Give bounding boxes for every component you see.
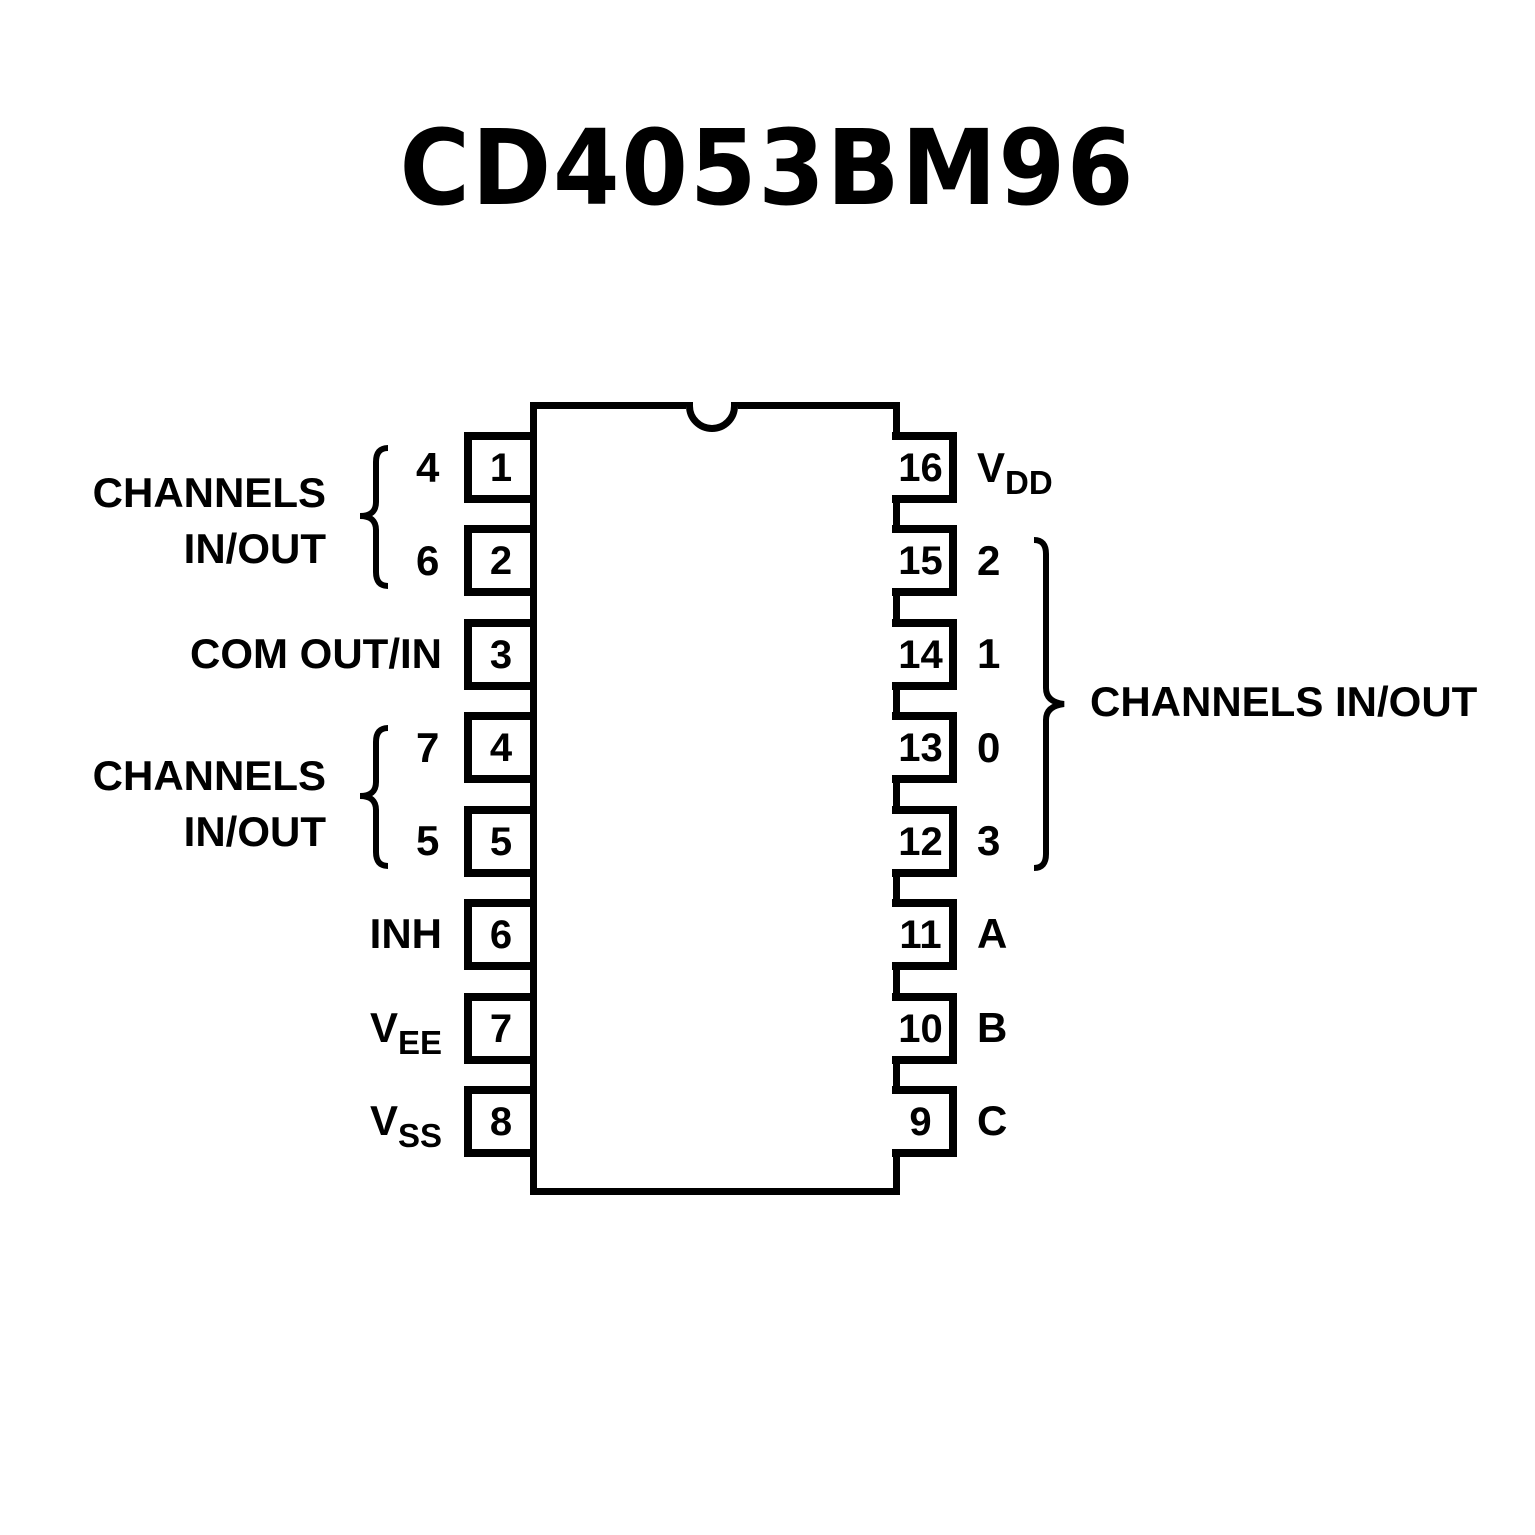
pin-3: 3 — [464, 619, 530, 690]
left-top-brace-icon — [359, 445, 389, 589]
pin-number: 1 — [489, 445, 513, 490]
pin-number: 7 — [489, 1006, 513, 1051]
pin-8: 8 — [464, 1086, 530, 1157]
ic-package-body — [530, 402, 900, 1195]
pin-number: 11 — [899, 912, 942, 957]
group-label-line1: CHANNELS — [92, 469, 326, 516]
pin-1-label: 4 — [416, 444, 440, 491]
pin-number: 8 — [489, 1099, 513, 1144]
pin-2: 2 — [464, 525, 530, 596]
pin-16-label: VDD — [977, 444, 1053, 500]
left-top-group-label: CHANNELS IN/OUT — [93, 465, 326, 577]
pin-3-label: COM OUT/IN — [190, 630, 442, 677]
pin-10-label: B — [977, 1004, 1008, 1051]
pin-4-label: 7 — [416, 724, 440, 771]
pin-number: 4 — [489, 725, 513, 770]
pin-1: 1 — [464, 432, 530, 503]
pin-12: 12 — [892, 806, 957, 877]
pin-6: 6 — [464, 899, 530, 970]
pin-11-label: A — [977, 910, 1008, 957]
pin-number: 13 — [898, 725, 943, 770]
right-group-label: CHANNELS IN/OUT — [1090, 678, 1478, 725]
right-brace-icon — [1033, 537, 1065, 871]
pin-number: 6 — [489, 912, 513, 957]
pin-10: 10 — [892, 993, 957, 1064]
pin-15: 15 — [892, 525, 957, 596]
pin-7: 7 — [464, 993, 530, 1064]
pin-14: 14 — [892, 619, 957, 690]
pin-11: 11 — [892, 899, 957, 970]
pin1-notch — [686, 402, 738, 432]
pin-13: 13 — [892, 712, 957, 783]
pin-9: 9 — [892, 1086, 957, 1157]
pin-8-label: VSS — [369, 1097, 442, 1153]
part-number-title: CD4053BM96 — [399, 107, 1136, 229]
pin-number: 12 — [898, 819, 943, 864]
pin-number: 14 — [898, 632, 943, 677]
pin-5-label: 5 — [416, 817, 440, 864]
pin-2-label: 6 — [416, 537, 440, 584]
left-mid-brace-icon — [359, 725, 389, 869]
pin-number: 3 — [489, 632, 513, 677]
left-mid-group-label: CHANNELS IN/OUT — [93, 748, 326, 860]
pin-16: 16 — [892, 432, 957, 503]
pin-12-label: 3 — [977, 817, 1001, 864]
pin-14-label: 1 — [977, 630, 1001, 677]
pin-8-label-subscript: SS — [397, 1117, 442, 1154]
group-label-line2: IN/OUT — [183, 808, 326, 855]
pin-16-label-main: V — [977, 444, 1006, 491]
pin-13-label: 0 — [977, 724, 1001, 771]
pin-number: 5 — [489, 819, 513, 864]
pin-number: 10 — [898, 1006, 943, 1051]
pin-7-label-subscript: EE — [397, 1024, 442, 1061]
pin-16-label-subscript: DD — [1005, 464, 1053, 501]
pin-4: 4 — [464, 712, 530, 783]
pin-number: 9 — [909, 1099, 932, 1144]
pin-7-label: VEE — [369, 1004, 442, 1060]
pin-6-label: INH — [369, 910, 442, 957]
pin-7-label-main: V — [369, 1004, 398, 1051]
pin-5: 5 — [464, 806, 530, 877]
group-label-line1: CHANNELS — [92, 752, 326, 799]
pin-number: 15 — [898, 538, 943, 583]
pin-number: 2 — [489, 538, 513, 583]
pin-15-label: 2 — [977, 537, 1001, 584]
group-label-line2: IN/OUT — [183, 525, 326, 572]
pin-9-label: C — [977, 1097, 1008, 1144]
pin-8-label-main: V — [369, 1097, 398, 1144]
pin-number: 16 — [898, 445, 943, 490]
